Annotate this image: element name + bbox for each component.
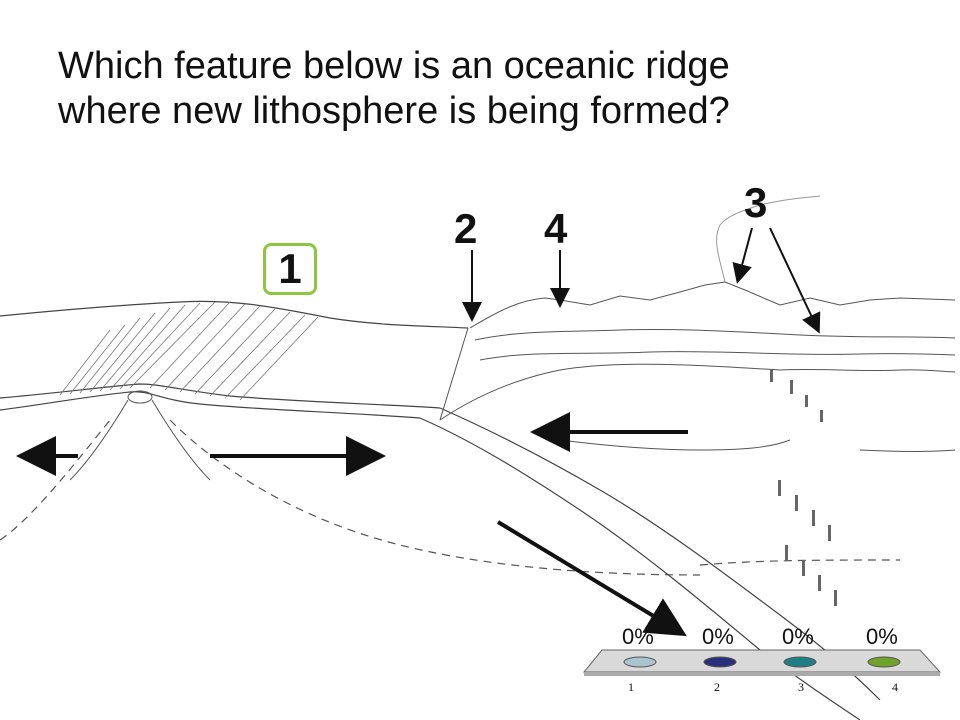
poll-choice-ovals [623, 656, 901, 668]
poll-choice-oval-3 [783, 656, 817, 668]
feature-label-1[interactable]: 1 [263, 243, 317, 295]
poll-option-number-1: 1 [628, 680, 634, 694]
feature-label-2[interactable]: 2 [454, 205, 478, 252]
ridge-magma-source [69, 390, 211, 481]
poll-percent-3: 0% [782, 624, 814, 649]
rising-magma [770, 370, 837, 606]
feature-label-3[interactable]: 3 [744, 179, 768, 226]
pointer-arrow-3a [732, 227, 753, 284]
poll-option-number-4: 4 [892, 680, 898, 694]
poll-choice-oval-2 [703, 656, 737, 668]
subduction-arrow [496, 520, 687, 637]
feature-label-4[interactable]: 4 [544, 205, 568, 252]
question-line-1: Which feature below is an oceanic ridge [58, 45, 730, 87]
volcano-plume [716, 195, 821, 283]
question-line-2: where new lithosphere is being formed? [58, 90, 730, 132]
poll-panel-shape [582, 649, 942, 676]
ridge-hatching [59, 301, 319, 401]
question-title: Which feature below is an oceanic ridge … [58, 44, 918, 134]
response-poll: 0% 0% 0% 0% 1 2 3 4 [584, 620, 940, 720]
continental-mountains [439, 281, 956, 452]
poll-option-number-3: 3 [798, 680, 804, 694]
lithosphere-base-dashed [0, 419, 901, 576]
poll-option-number-2: 2 [714, 680, 720, 694]
poll-percent-1: 0% [622, 624, 654, 649]
poll-percent-2: 0% [702, 624, 734, 649]
diagram-arrows [16, 227, 821, 637]
poll-choice-oval-4 [867, 656, 901, 668]
poll-percent-4: 0% [866, 624, 898, 649]
ocean-ridge-surface [0, 300, 469, 419]
pointer-arrow-3b [769, 227, 821, 334]
poll-choice-oval-1 [623, 656, 657, 668]
